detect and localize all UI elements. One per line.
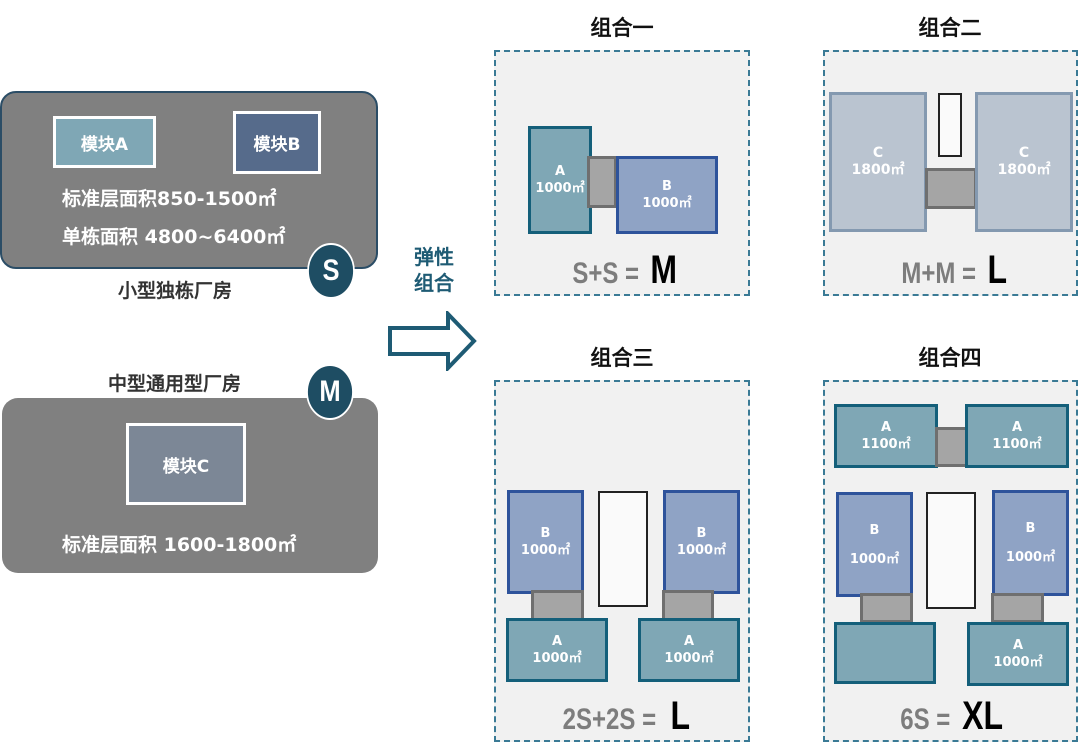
building-block-a: A 1100㎡ xyxy=(965,404,1069,468)
block-area: 1000㎡ xyxy=(532,651,582,666)
block-type: A xyxy=(880,420,892,435)
formula-result: XL xyxy=(961,694,1003,738)
module-b-box: 模块B xyxy=(233,111,321,174)
combination-1-panel: A 1000㎡ B 1000㎡ S+S = M xyxy=(494,50,750,296)
combination-3-title: 组合三 xyxy=(590,346,654,370)
building-block-b: B 1000㎡ xyxy=(992,490,1069,596)
connector-core xyxy=(991,593,1044,623)
flex-label-line2: 组合 xyxy=(414,271,454,295)
building-block-c: C 1800㎡ xyxy=(829,92,927,232)
building-block-b: B 1000㎡ xyxy=(507,490,584,594)
small-standard-floor-area: 标准层面积850-1500㎡ xyxy=(62,188,277,210)
module-a-box: 模块A xyxy=(53,116,156,168)
building-block-a xyxy=(834,622,936,684)
block-type: B xyxy=(869,522,880,538)
building-block-b: B 1000㎡ xyxy=(836,492,913,597)
block-type: B xyxy=(696,526,707,541)
block-area: 1000㎡ xyxy=(535,181,585,196)
building-block-b: B 1000㎡ xyxy=(663,490,740,594)
combination-4-panel: A 1100㎡ A 1100㎡ B 1000㎡ B 1000㎡ A 1000㎡ … xyxy=(823,380,1078,742)
block-area: 1000㎡ xyxy=(664,651,714,666)
building-block-a: A 1000㎡ xyxy=(638,618,740,682)
small-building-area: 单栋面积 4800~6400㎡ xyxy=(62,226,286,248)
block-area: 1000㎡ xyxy=(993,655,1043,670)
medium-factory-caption: 中型通用型厂房 xyxy=(108,373,242,395)
building-block-a: A 1100㎡ xyxy=(834,404,938,468)
formula-result: M xyxy=(650,248,678,292)
building-block-b: B 1000㎡ xyxy=(616,156,718,234)
block-area: 1000㎡ xyxy=(676,543,727,558)
block-area: 1000㎡ xyxy=(849,551,900,567)
combination-1-formula: S+S = M xyxy=(496,248,748,293)
size-badge-m: M xyxy=(306,364,354,420)
block-area: 1800㎡ xyxy=(851,162,905,178)
block-area: 1800㎡ xyxy=(997,162,1051,178)
block-type: A xyxy=(1011,420,1023,435)
combination-3-formula: 2S+2S = L xyxy=(496,694,748,739)
stair-core xyxy=(598,491,648,607)
stair-core xyxy=(926,492,976,609)
block-area: 1000㎡ xyxy=(1005,550,1056,565)
combination-2-formula: M+M = L xyxy=(825,248,1077,293)
block-type: B xyxy=(540,526,551,541)
block-type: B xyxy=(1025,521,1036,536)
block-type: A xyxy=(1012,638,1024,653)
stair-core xyxy=(938,93,962,157)
block-area: 1100㎡ xyxy=(992,437,1042,452)
block-area: 1000㎡ xyxy=(642,196,692,211)
connector-core xyxy=(662,590,714,621)
flex-label-line1: 弹性 xyxy=(414,245,454,269)
block-area: 1100㎡ xyxy=(861,437,911,452)
formula-result: L xyxy=(987,248,1008,292)
formula-lhs: M+M = xyxy=(901,257,977,290)
block-type: C xyxy=(872,145,884,161)
combination-2-title: 组合二 xyxy=(918,16,982,40)
size-badge-s: S xyxy=(307,243,355,299)
building-block-a: A 1000㎡ xyxy=(967,622,1069,686)
module-c-box: 模块C xyxy=(126,423,246,505)
block-type: A xyxy=(554,164,566,179)
formula-lhs: 2S+2S = xyxy=(563,703,657,736)
block-type: C xyxy=(1018,145,1030,161)
module-a-label: 模块A xyxy=(80,134,129,155)
combination-3-panel: B 1000㎡ B 1000㎡ A 1000㎡ A 1000㎡ 2S+2S = … xyxy=(494,380,750,742)
medium-standard-floor-area: 标准层面积 1600-1800㎡ xyxy=(62,534,297,556)
formula-lhs: S+S = xyxy=(571,257,639,290)
connector-core xyxy=(531,590,584,621)
combination-1-title: 组合一 xyxy=(590,16,654,40)
flexible-combination-label: 弹性 组合 xyxy=(404,244,464,296)
combination-4-formula: 6S = XL xyxy=(825,694,1077,739)
formula-lhs: 6S = xyxy=(900,703,951,736)
module-c-label: 模块C xyxy=(162,456,210,477)
connector-core xyxy=(860,593,913,623)
right-arrow-icon xyxy=(388,311,477,371)
block-type: A xyxy=(551,634,563,649)
combination-2-panel: C 1800㎡ C 1800㎡ M+M = L xyxy=(823,50,1078,296)
connector-core xyxy=(935,427,968,467)
module-b-label: 模块B xyxy=(253,135,301,155)
building-block-c: C 1800㎡ xyxy=(975,92,1073,232)
building-block-a: A 1000㎡ xyxy=(506,618,608,682)
small-factory-caption: 小型独栋厂房 xyxy=(118,280,233,302)
building-block-a: A 1000㎡ xyxy=(528,126,592,234)
combination-4-title: 组合四 xyxy=(918,346,982,370)
block-type: A xyxy=(683,634,695,649)
block-type: B xyxy=(662,179,672,194)
connector-core xyxy=(587,156,617,208)
connector-core xyxy=(925,168,977,209)
formula-result: L xyxy=(670,694,691,738)
block-area: 1000㎡ xyxy=(520,543,571,558)
